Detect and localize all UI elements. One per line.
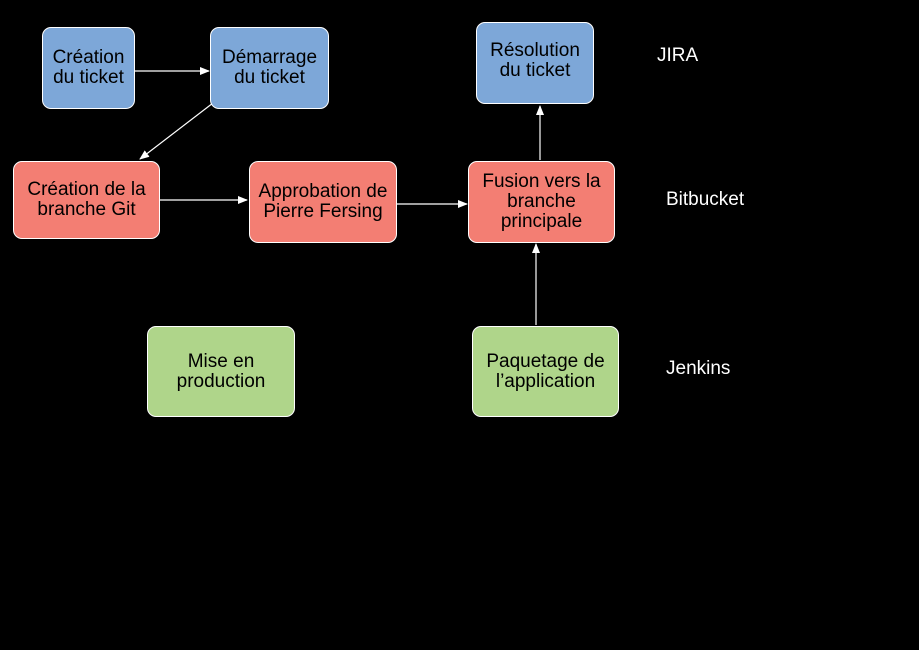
node-fusion-label: Fusion vers la branche principale bbox=[482, 171, 601, 232]
node-resolution-ticket: Résolution du ticket bbox=[476, 22, 594, 104]
node-creation-ticket: Création du ticket bbox=[42, 27, 135, 109]
node-demarrage-ticket: Démarrage du ticket bbox=[210, 27, 329, 109]
node-approbation-label: Approbation de Pierre Fersing bbox=[258, 181, 388, 222]
node-creation-ticket-label: Création du ticket bbox=[52, 47, 125, 88]
lane-label-bitbucket: Bitbucket bbox=[666, 189, 745, 210]
node-approbation: Approbation de Pierre Fersing bbox=[249, 161, 397, 243]
node-mise-en-production-label: Mise en production bbox=[176, 350, 266, 392]
node-resolution-ticket-label: Résolution du ticket bbox=[490, 40, 580, 81]
node-creation-branche-label: Création de la branche Git bbox=[27, 179, 146, 220]
node-demarrage-ticket-label: Démarrage du ticket bbox=[221, 47, 318, 88]
node-creation-branche: Création de la branche Git bbox=[13, 161, 160, 239]
edge-demarrage-ticket-to-creation-branche bbox=[139, 102, 214, 160]
node-fusion: Fusion vers la branche principale bbox=[468, 161, 615, 243]
node-paquetage-label: Paquetage de l’application bbox=[486, 350, 605, 392]
lane-label-jenkins: Jenkins bbox=[666, 358, 731, 379]
node-mise-en-production: Mise en production bbox=[147, 326, 295, 417]
lane-label-jira: JIRA bbox=[657, 45, 699, 66]
node-paquetage: Paquetage de l’application bbox=[472, 326, 619, 417]
